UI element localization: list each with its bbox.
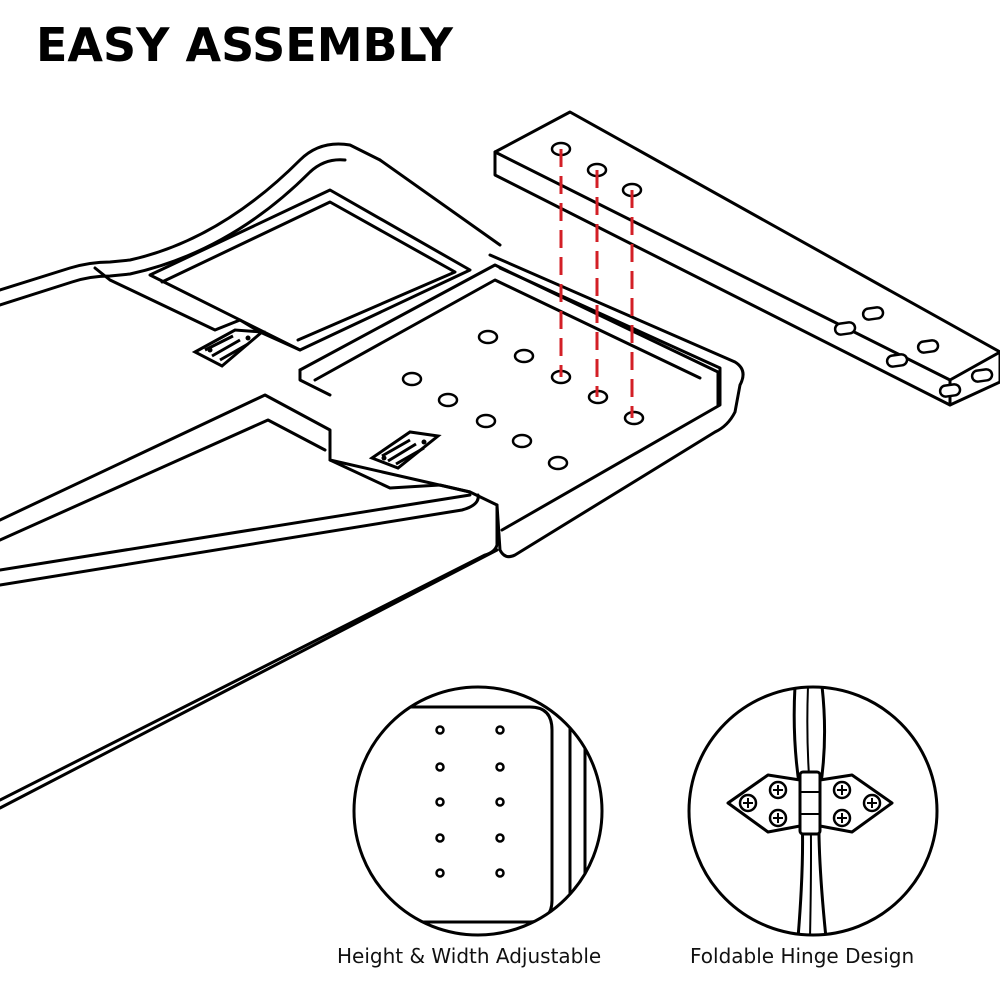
board-hole-grid [401,329,645,471]
upper-board [0,142,502,352]
slot [833,321,857,336]
detail-hinge [687,685,939,937]
hinge-icon [368,430,442,470]
hole [623,410,645,426]
hole [437,392,459,408]
hinge-icon [726,770,894,836]
hinge-icon [191,328,266,368]
detail-adjustable [352,685,604,937]
hole [513,348,535,364]
hole [401,371,423,387]
alignment-guides [559,149,634,418]
leg-bar [493,110,1000,407]
caption-adjustable: Height & Width Adjustable [337,944,602,968]
right-board [298,253,745,559]
page-title: EASY ASSEMBLY [36,18,453,72]
caption-hinge: Foldable Hinge Design [690,944,915,968]
hole [475,413,497,429]
slot [861,306,885,321]
hole [511,433,533,449]
lower-board [0,393,499,810]
hole [547,455,569,471]
slot [916,339,940,354]
phillips-screw-icon [738,780,882,828]
slot [938,383,962,398]
slot [885,353,909,368]
slot [970,368,994,383]
hole [477,329,499,345]
